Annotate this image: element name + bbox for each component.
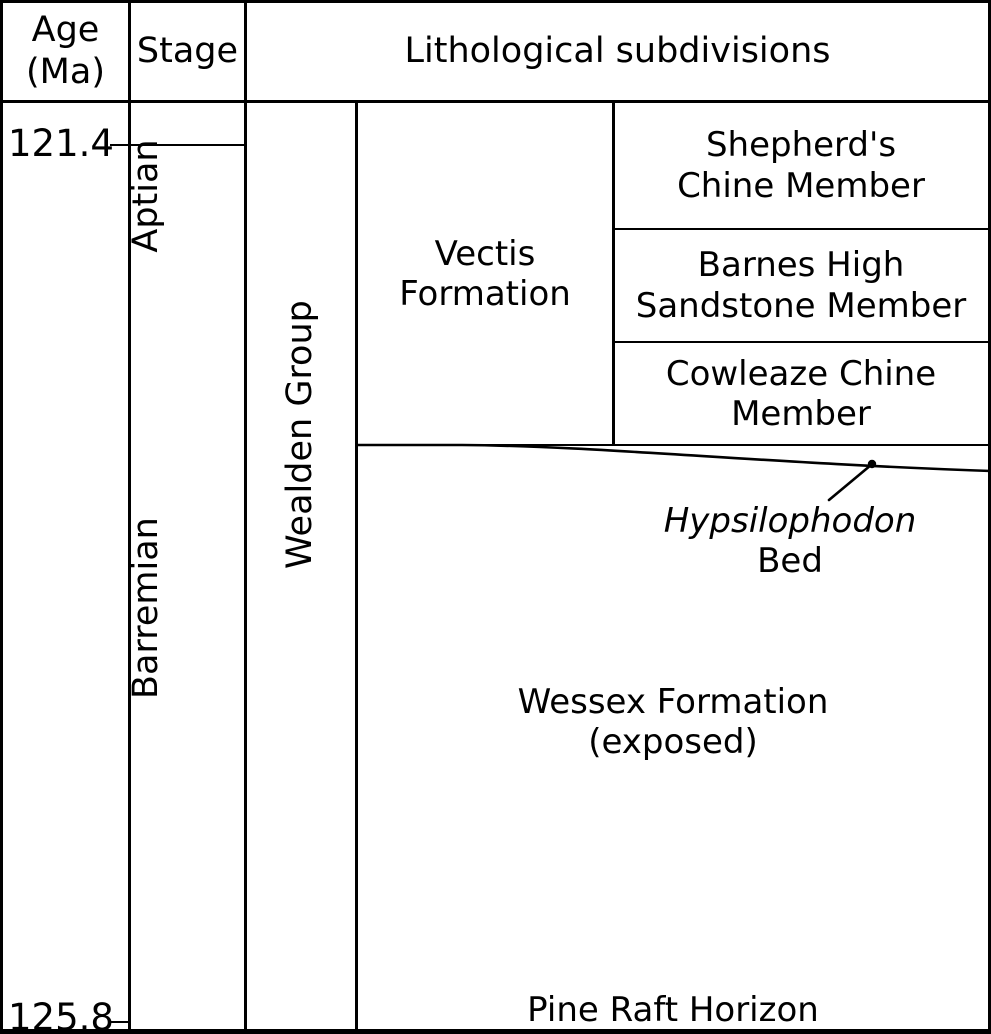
age-tick-line-bottom [110,1021,128,1023]
member-cell-barnes-high-sandstone: Barnes High Sandstone Member [614,230,988,341]
formation-label-wessex-line2: (exposed) [588,722,758,762]
member-label-cowleaze-chine-line2: Member [731,394,871,434]
bed-cell-hypsilophodon: Hypsilophodon Bed [600,495,980,587]
member-label-barnes-high-line1: Barnes High [697,245,905,286]
member-label-barnes-high-line2: Sandstone Member [635,285,967,326]
formation-cell-vectis: Vectis Formation [358,103,612,445]
group-label-wealden: Wealden Group [280,300,320,569]
member-label-cowleaze-chine-line1: Cowleaze Chine [665,353,937,394]
header-lithology-cell: Lithological subdivisions [247,3,988,100]
header-lithology-label: Lithological subdivisions [404,30,831,71]
stage-label-barremian: Barremian [126,517,166,699]
hypsilophodon-bed-leader-dot [867,459,877,469]
member-label-shepherds-chine-line2: Chine Member [677,165,925,206]
header-stage-cell: Stage [131,3,244,100]
formation-cell-wessex: Wessex Formation (exposed) [358,676,988,768]
member-label-shepherds-chine-line1: Shepherd's [705,125,897,166]
age-tick-line-top [110,144,244,146]
horizon-cell-pine-raft: Pine Raft Horizon [358,988,988,1032]
header-stage-label: Stage [136,30,239,71]
header-age-unit-label: (Ma) [26,51,105,92]
column-divider-age-stage [128,0,131,1034]
bed-label-hypsilophodon-genus: Hypsilophodon [663,500,917,541]
age-label-bottom: 125.8 [8,996,114,1034]
hypsilophodon-bed-curve [355,443,991,473]
column-divider-stage-lith [244,0,247,1034]
age-label-top: 121.4 [8,122,114,165]
formation-label-vectis-line1: Vectis [434,233,536,274]
member-cell-shepherds-chine: Shepherd's Chine Member [614,103,988,228]
header-divider [0,100,991,103]
member-cell-cowleaze-chine: Cowleaze Chine Member [614,343,988,445]
header-age-label: Age [31,10,100,51]
header-age-cell: Age (Ma) [3,3,128,100]
member-divider-shepherds-barnes [612,228,988,230]
chart-border-top [0,0,991,3]
stage-label-aptian: Aptian [126,139,166,253]
horizon-label-pine-raft: Pine Raft Horizon [527,989,819,1030]
chart-border-left [0,0,3,1034]
column-divider-group-unit [355,100,358,1034]
formation-label-wessex-line1: Wessex Formation [517,681,829,722]
formation-label-vectis-line2: Formation [399,274,571,314]
chart-border-bottom [0,1029,991,1034]
member-divider-barnes-cowleaze [612,341,988,343]
bed-label-hypsilophodon-suffix: Bed [757,541,823,581]
formation-boundary-vectis-wessex [355,444,991,446]
chart-border-right [988,0,991,1034]
column-divider-unit-member [612,100,615,445]
